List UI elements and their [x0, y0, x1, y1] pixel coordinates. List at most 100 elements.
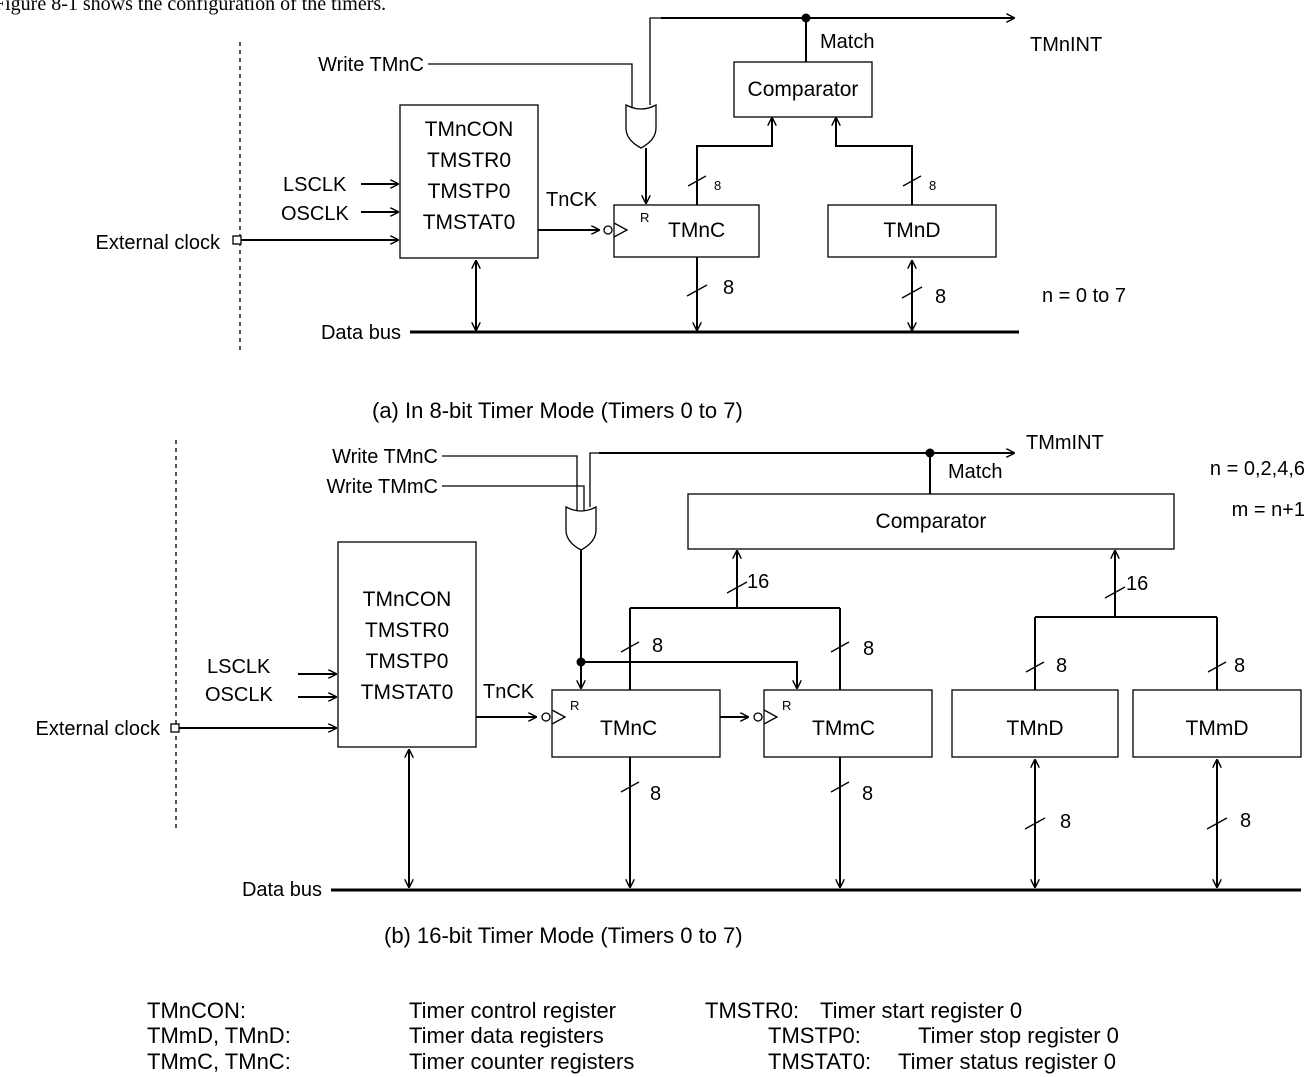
comparator-label-a: Comparator — [748, 78, 859, 101]
legend-tmncon-def: Timer control register — [409, 998, 616, 1023]
osclk-label-a: OSCLK — [281, 203, 349, 225]
reg-tmstp0-b: TMSTP0 — [366, 650, 449, 673]
external-clock-label-a: External clock — [96, 232, 221, 254]
comparator-b — [687, 493, 1175, 550]
write-tmnc-line-b — [442, 455, 578, 515]
match-label-b: Match — [948, 461, 1002, 483]
legend-tmstat-def: Timer status register 0 — [898, 1049, 1116, 1074]
write-tmmc-line-b — [442, 485, 585, 515]
reset-pin-tmmc-b: R — [782, 698, 791, 713]
counter-tmmc-b — [763, 689, 933, 758]
tmnc-to-comparator-a — [696, 118, 772, 205]
width-16-data-b: 16 — [1126, 573, 1148, 595]
counter-tmnc-b — [551, 689, 721, 758]
data-register-tmnd-label-a: TMnD — [883, 219, 940, 242]
width-8-tmmd-up-b: 8 — [1234, 655, 1245, 677]
n-range-a: n = 0 to 7 — [1042, 285, 1126, 307]
write-tmnc-label-a: Write TMnC — [318, 54, 424, 76]
write-tmmc-label-b: Write TMmC — [327, 476, 438, 498]
reset-pin-a: R — [640, 210, 649, 225]
tnck-label-b: TnCK — [483, 681, 535, 703]
or-gate-a — [625, 103, 657, 149]
data-register-tmnd-b — [951, 689, 1119, 758]
reg-tmncon-b: TMnCON — [363, 588, 452, 611]
width-8-tmnc-out-a: 8 — [723, 277, 734, 299]
interrupt-label-a: TMnINT — [1030, 34, 1102, 56]
bus-slash-tmnc-up-b — [620, 641, 640, 653]
reg-tmstr0-a: TMSTR0 — [427, 149, 511, 172]
write-tmnc-line-a — [428, 63, 633, 112]
write-tmnc-label-b: Write TMnC — [332, 446, 438, 468]
control-registers-block-a — [399, 104, 539, 259]
width-8-tmmc-down-b: 8 — [862, 783, 873, 805]
comparator-a — [733, 61, 873, 118]
caption-b: (b) 16-bit Timer Mode (Timers 0 to 7) — [384, 923, 743, 948]
legend-tmstr-term: TMSTR0: — [705, 998, 799, 1023]
width-8-tmmd-down-b: 8 — [1240, 810, 1251, 832]
width-8-tmnd-a: 8 — [929, 178, 936, 193]
reg-tmstr0-b: TMSTR0 — [365, 619, 449, 642]
bus-slash-tmnc-down-b — [620, 781, 640, 793]
reg-tmstat0-b: TMSTAT0 — [361, 681, 454, 704]
reg-tmstat0-a: TMSTAT0 — [423, 211, 516, 234]
diagram-a: TMnCON TMSTR0 TMSTP0 TMSTAT0 LSCLK OSCLK… — [96, 13, 1126, 352]
osclk-label-b: OSCLK — [205, 684, 273, 706]
legend-tmd-term: TMmD, TMnD: — [147, 1023, 291, 1048]
clock-triangle-tmmc-b — [763, 709, 779, 725]
legend-tmstp-def: Timer stop register 0 — [918, 1023, 1119, 1048]
m-values-b: m = n+1 — [1232, 499, 1305, 521]
reset-arrow-tmmc-b — [581, 661, 797, 688]
legend: TMnCON: Timer control register TMmD, TMn… — [147, 998, 1119, 1074]
clock-triangle-tmnc-b — [551, 709, 567, 725]
reg-tmstp0-a: TMSTP0 — [428, 180, 511, 203]
data-register-tmnd-label-b: TMnD — [1006, 717, 1063, 740]
width-8-tmnc-a: 8 — [714, 178, 721, 193]
bus-slash-tmmc-down-b — [830, 781, 850, 793]
n-values-b: n = 0,2,4,6 — [1210, 458, 1305, 480]
legend-tmstr-def: Timer start register 0 — [820, 998, 1022, 1023]
bus-slash-tmnd-down-b — [1024, 817, 1046, 830]
diagram-b: TMnCON TMSTR0 TMSTP0 TMSTAT0 LSCLK OSCLK… — [36, 432, 1306, 901]
bus-slash-tmmd-up-b — [1207, 661, 1227, 673]
inverter-bubble-a — [603, 225, 613, 235]
bus-slash-tmmd-down-b — [1206, 817, 1228, 830]
data-bus-label-b: Data bus — [242, 879, 322, 901]
external-clock-pin-a — [232, 235, 242, 245]
interrupt-label-b: TMmINT — [1026, 432, 1104, 454]
intro-text: Figure 8-1 shows the configuration of th… — [0, 0, 386, 15]
bus-slash-tmmc-up-b — [830, 641, 850, 653]
width-8-tmnc-up-b: 8 — [652, 635, 663, 657]
bus-slash-tmnd-out-a — [901, 286, 923, 299]
inverter-bubble-tmmc-b — [753, 712, 763, 722]
tmnd-to-comparator-a — [836, 118, 913, 205]
data-register-tmmd-b — [1132, 689, 1302, 758]
data-register-tmnd-a — [827, 204, 997, 258]
counter-tmmc-label-b: TMmC — [812, 717, 875, 740]
lsclk-label-a: LSCLK — [283, 174, 347, 196]
legend-tmc-def: Timer counter registers — [409, 1049, 634, 1074]
bus-slash-16-counter-b — [726, 581, 748, 594]
bus-slash-tmnd-a — [902, 175, 922, 187]
comparator-label-b: Comparator — [876, 510, 987, 533]
legend-tmc-term: TMmC, TMnC: — [147, 1049, 291, 1074]
legend-tmncon-term: TMnCON: — [147, 998, 246, 1023]
bus-slash-16-data-b — [1104, 586, 1126, 599]
external-clock-pin-b — [170, 723, 180, 733]
bus-slash-tmnc-a — [687, 175, 707, 187]
or-feedback-line-a — [649, 17, 661, 105]
lsclk-label-b: LSCLK — [207, 656, 271, 678]
width-8-tmnd-up-b: 8 — [1056, 655, 1067, 677]
bus-slash-tmnc-out-a — [686, 284, 708, 297]
width-16-counter-b: 16 — [747, 571, 769, 593]
counter-tmnc-label-a: TMnC — [668, 219, 725, 242]
data-register-tmmd-label-b: TMmD — [1186, 717, 1249, 740]
caption-a: (a) In 8-bit Timer Mode (Timers 0 to 7) — [372, 398, 743, 423]
width-8-tmmc-up-b: 8 — [863, 638, 874, 660]
legend-tmstp-term: TMSTP0: — [768, 1023, 861, 1048]
match-label-a: Match — [820, 31, 874, 53]
legend-tmd-def: Timer data registers — [409, 1023, 604, 1048]
or-gate-b — [565, 505, 597, 551]
counter-tmnc-label-b: TMnC — [600, 717, 657, 740]
width-8-tmnd-down-b: 8 — [1060, 811, 1071, 833]
clock-triangle-a — [613, 222, 629, 238]
